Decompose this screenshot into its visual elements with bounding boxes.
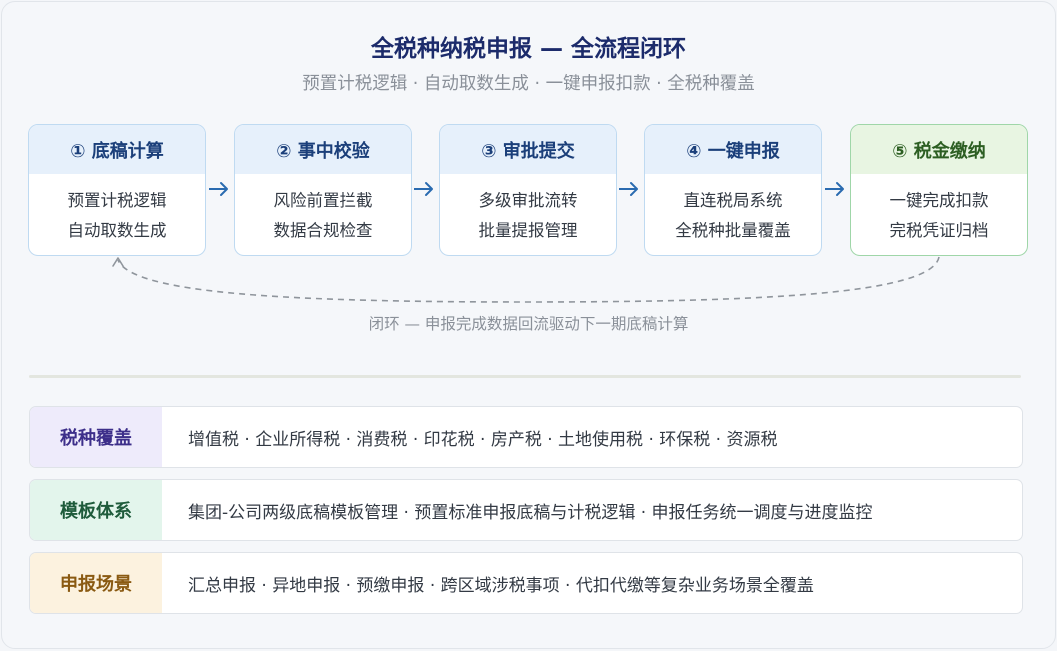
section-divider — [29, 375, 1021, 378]
step-line: 全税种批量覆盖 — [675, 221, 791, 240]
step-line: 数据合规检查 — [273, 221, 373, 240]
step-line: 直连税局系统 — [683, 191, 783, 210]
loop-back-curve — [112, 256, 940, 303]
row-tag: 税种覆盖 — [30, 407, 162, 467]
step-card-payment: ⑤ 税金缴纳 一键完成扣款 完税凭证归档 — [850, 124, 1028, 256]
step-line: 风险前置拦截 — [273, 191, 373, 210]
row-tag: 模板体系 — [30, 480, 162, 540]
row-tag: 申报场景 — [30, 553, 162, 613]
step-title: ④ 一键申报 — [645, 125, 821, 174]
step-title: ③ 审批提交 — [440, 125, 616, 174]
step-line: 多级审批流转 — [478, 191, 578, 210]
step-line: 完税凭证归档 — [889, 221, 989, 240]
step-card-filing: ④ 一键申报 直连税局系统 全税种批量覆盖 — [644, 124, 822, 256]
loop-label: 闭环 — 申报完成数据回流驱动下一期底稿计算 — [368, 315, 689, 333]
row-content: 增值税 · 企业所得税 · 消费税 · 印花税 · 房产税 · 土地使用税 · … — [188, 429, 778, 450]
arrow-right-icon — [209, 182, 228, 196]
step-card-validation: ② 事中校验 风险前置拦截 数据合规检查 — [234, 124, 412, 256]
step-line: 一键完成扣款 — [889, 191, 989, 210]
step-line: 自动取数生成 — [67, 221, 167, 240]
step-title: ⑤ 税金缴纳 — [851, 125, 1027, 174]
row-tax-coverage: 税种覆盖 增值税 · 企业所得税 · 消费税 · 印花税 · 房产税 · 土地使… — [29, 406, 1023, 468]
step-line: 预置计税逻辑 — [67, 191, 167, 210]
row-content: 汇总申报 · 异地申报 · 预缴申报 · 跨区域涉税事项 · 代扣代缴等复杂业务… — [188, 575, 814, 596]
arrow-right-icon — [619, 182, 638, 196]
arrow-right-icon — [414, 182, 433, 196]
step-line: 批量提报管理 — [478, 221, 578, 240]
step-card-drafting: ① 底稿计算 预置计税逻辑 自动取数生成 — [28, 124, 206, 256]
page-subtitle: 预置计税逻辑 · 自动取数生成 · 一键申报扣款 · 全税种覆盖 — [302, 74, 755, 94]
row-content: 集团-公司两级底稿模板管理 · 预置标准申报底稿与计税逻辑 · 申报任务统一调度… — [188, 502, 873, 523]
arrow-right-icon — [825, 182, 844, 196]
page-title: 全税种纳税申报 — 全流程闭环 — [370, 36, 686, 62]
row-template-system: 模板体系 集团-公司两级底稿模板管理 · 预置标准申报底稿与计税逻辑 · 申报任… — [29, 479, 1023, 541]
row-filing-scenarios: 申报场景 汇总申报 · 异地申报 · 预缴申报 · 跨区域涉税事项 · 代扣代缴… — [29, 552, 1023, 614]
step-title: ① 底稿计算 — [29, 125, 205, 174]
step-title: ② 事中校验 — [235, 125, 411, 174]
step-card-approval: ③ 审批提交 多级审批流转 批量提报管理 — [439, 124, 617, 256]
